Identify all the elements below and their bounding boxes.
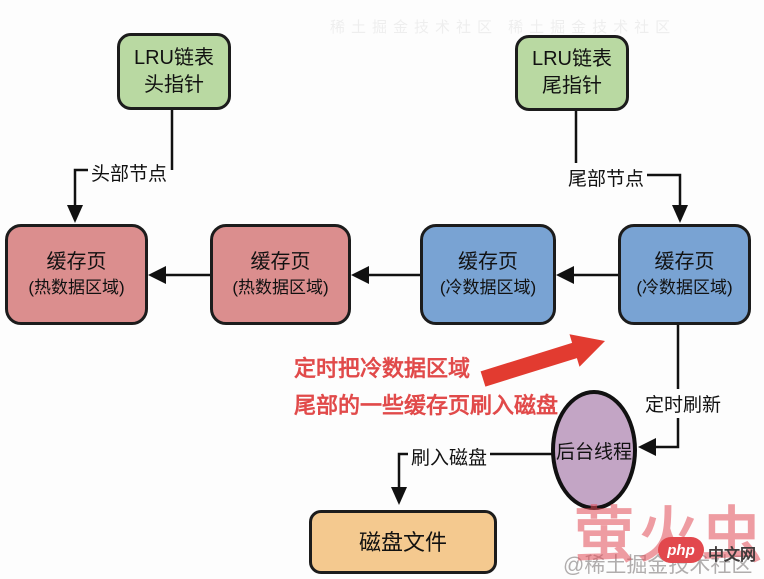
node-cache-page-hot-2: 缓存页 (热数据区域) xyxy=(210,224,351,325)
juejin-watermark: @稀土掘金技术社区 xyxy=(563,554,753,577)
node-label: 头指针 xyxy=(144,73,204,96)
node-subtitle: (冷数据区域) xyxy=(439,278,537,297)
node-subtitle: (热数据区域) xyxy=(232,278,329,297)
node-disk-file: 磁盘文件 xyxy=(309,510,497,574)
node-background-thread: 后台线程 xyxy=(551,390,637,510)
flush-annotation-line1: 定时把冷数据区域 xyxy=(294,356,471,381)
node-title: 缓存页 xyxy=(46,251,107,273)
flush-annotation: 定时把冷数据区域 尾部的一些缓存页刷入磁盘 xyxy=(294,350,558,424)
node-lru-tail-pointer: LRU链表 尾指针 xyxy=(515,35,629,111)
flush-annotation-line2: 尾部的一些缓存页刷入磁盘 xyxy=(294,393,559,418)
flush-to-disk-arrowhead xyxy=(391,487,407,505)
php-site-label: 中文网 xyxy=(708,547,757,564)
node-label: 后台线程 xyxy=(555,441,632,463)
node-label: LRU链表 xyxy=(531,48,612,70)
flush-highlight-arrow xyxy=(480,334,605,387)
node-label: LRU链表 xyxy=(133,46,214,69)
node-title: 缓存页 xyxy=(654,251,715,273)
link-arrowhead-hot2 xyxy=(351,266,369,284)
node-cache-page-hot-1: 缓存页 (热数据区域) xyxy=(5,224,148,325)
php-logo-badge: php xyxy=(658,537,704,563)
php-logo-text: php xyxy=(667,541,695,559)
timed-refresh-arrowhead xyxy=(638,438,656,456)
edge-label-head-node: 头部节点 xyxy=(88,158,171,187)
node-lru-head-pointer: LRU链表 头指针 xyxy=(117,33,231,110)
link-arrowhead-hot1 xyxy=(148,266,166,284)
faint-top-watermark: 稀土掘金技术社区 稀土掘金技术社区 xyxy=(330,19,677,36)
node-cache-page-cold-2: 缓存页 (冷数据区域) xyxy=(618,224,751,325)
node-title: 缓存页 xyxy=(250,251,311,273)
link-arrowhead-cold1 xyxy=(556,266,574,284)
node-label: 磁盘文件 xyxy=(358,529,447,555)
flush-to-disk-line xyxy=(397,452,552,496)
node-subtitle: (热数据区域) xyxy=(28,278,125,297)
timed-refresh-line xyxy=(648,324,680,449)
edge-label-timed-refresh: 定时刷新 xyxy=(642,389,725,418)
tail-pointer-arrowhead xyxy=(672,205,688,223)
edge-label-tail-node: 尾部节点 xyxy=(565,163,648,192)
node-cache-page-cold-1: 缓存页 (冷数据区域) xyxy=(420,224,556,325)
node-subtitle: (冷数据区域) xyxy=(636,278,733,297)
head-pointer-arrowhead xyxy=(67,205,83,223)
node-label: 尾指针 xyxy=(542,75,602,97)
edge-label-flush-to-disk: 刷入磁盘 xyxy=(408,442,491,471)
node-title: 缓存页 xyxy=(458,251,518,273)
